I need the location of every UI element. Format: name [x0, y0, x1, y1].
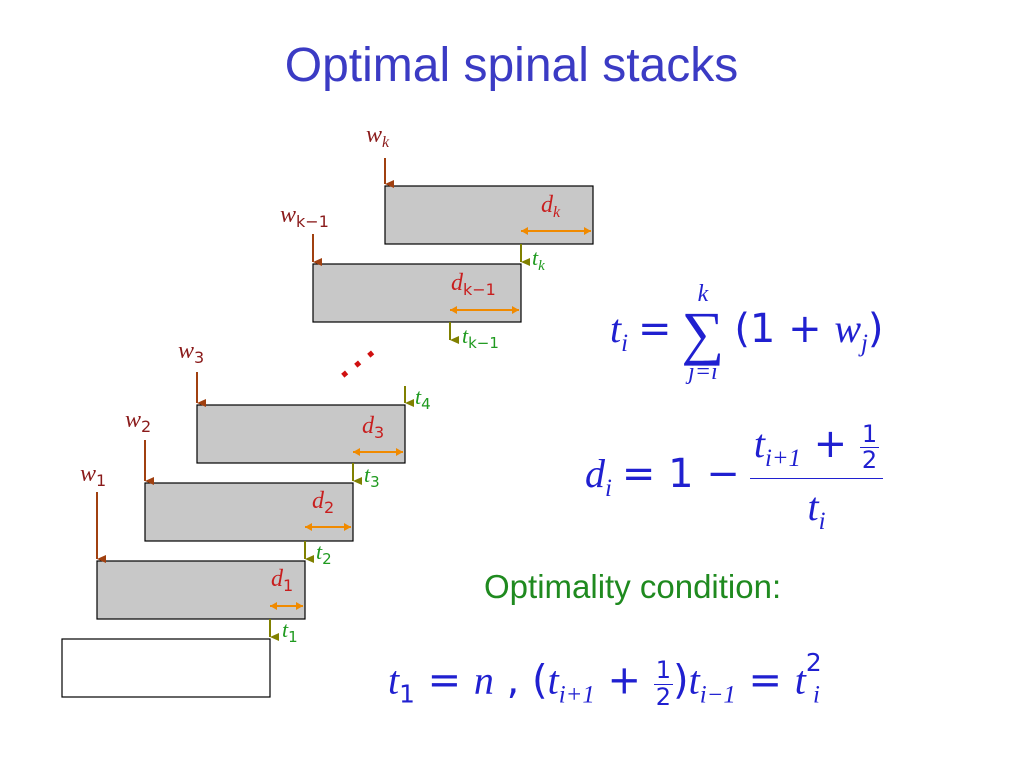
t-label-4: t4 [415, 384, 431, 413]
t-definition-equation: ti = k ∑ j=i (1 + wj) [610, 281, 884, 385]
block-3 [196, 404, 406, 464]
weight-label-3: w3 [178, 338, 204, 367]
base-block [61, 638, 271, 698]
d-label-1: d1 [271, 566, 293, 595]
d-label-k: dk [541, 192, 561, 221]
ellipsis-dots [341, 350, 375, 378]
t-label-3: t3 [364, 462, 380, 491]
optimality-condition-label: Optimality condition: [484, 568, 782, 605]
t-label-2: t2 [316, 539, 332, 568]
block-1 [96, 560, 306, 620]
weight-label-k: wk [366, 122, 390, 151]
block-k-minus-1 [312, 263, 522, 323]
d-label-2: d2 [312, 488, 334, 517]
weight-label-2: w2 [125, 407, 151, 436]
page-title: Optimal spinal stacks [284, 39, 739, 92]
d-label-k-minus-1: dk−1 [451, 270, 496, 299]
t-label-k: tk [532, 245, 545, 274]
weight-label-k-minus-1: wk−1 [280, 202, 329, 231]
d-label-3: d3 [362, 413, 384, 442]
t-label-k-minus-1: tk−1 [462, 323, 499, 352]
block-k [384, 185, 594, 245]
t-label-1: t1 [282, 617, 298, 646]
weight-label-1: w1 [80, 461, 106, 490]
block-2 [144, 482, 354, 542]
